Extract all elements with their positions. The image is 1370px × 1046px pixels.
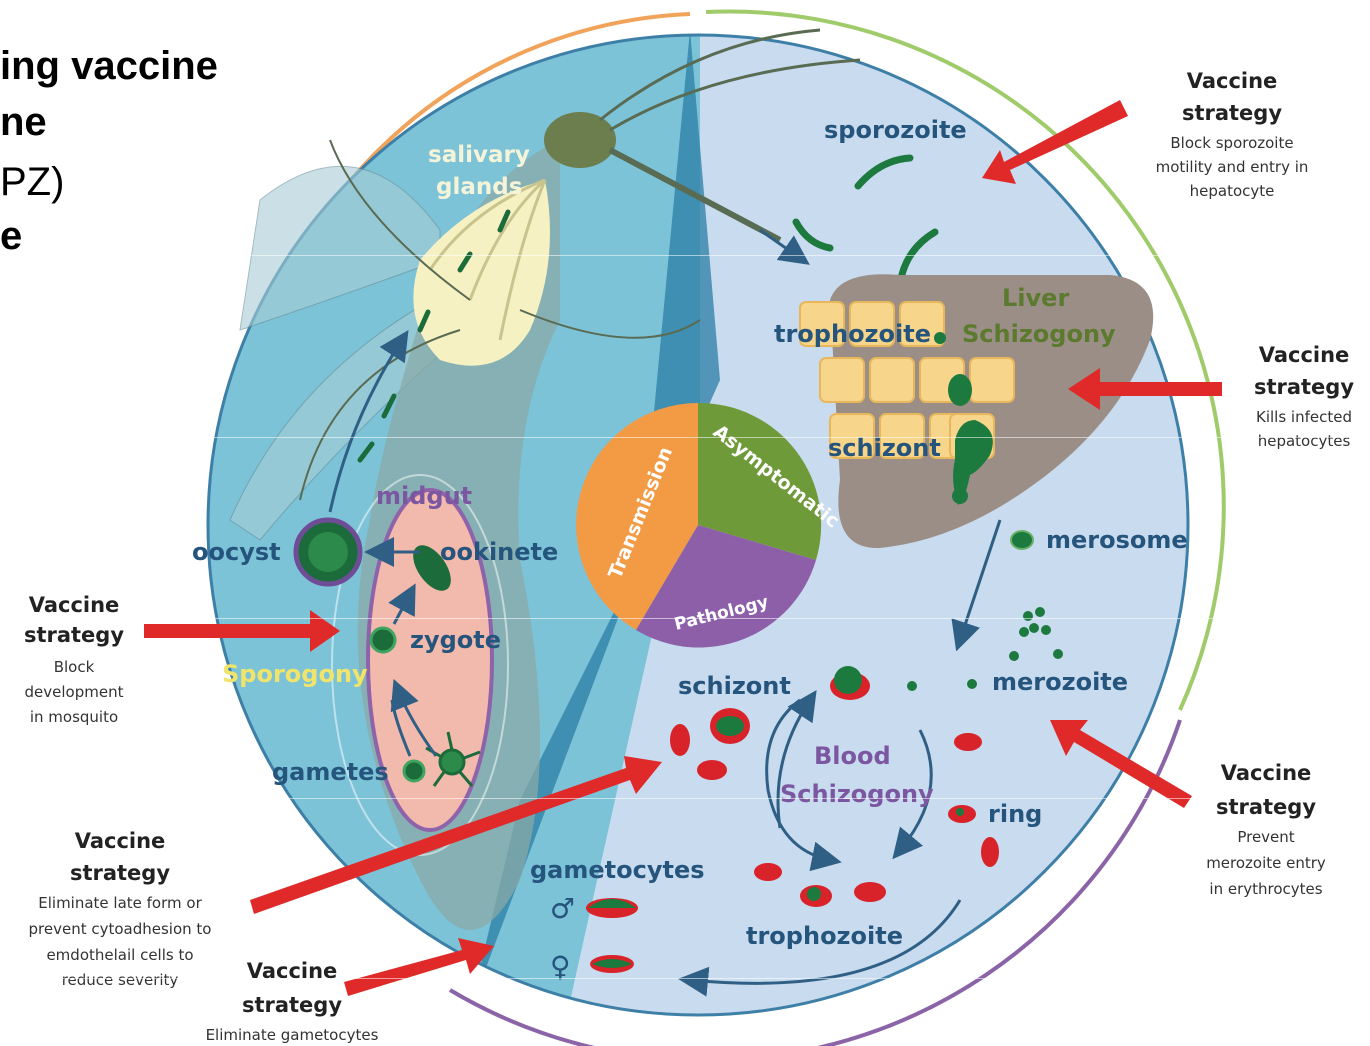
vaccine-strategy-5-title2: strategy xyxy=(70,861,170,885)
label-blood: Blood xyxy=(814,742,891,770)
merosome-cell xyxy=(1011,531,1033,549)
liver-trophozoite-cell xyxy=(934,332,946,344)
vaccine-strategy-3: Vaccine strategy Prevent merozoite entry… xyxy=(1206,761,1326,898)
label-salivary: salivary xyxy=(428,142,530,168)
vaccine-strategy-6-line1: Eliminate gametocytes xyxy=(206,1026,379,1044)
vaccine-strategy-5-line2: prevent cytoadhesion to xyxy=(29,920,212,938)
vaccine-strategy-1-title1: Vaccine xyxy=(1187,69,1278,93)
label-liver-schizont: schizont xyxy=(828,434,941,462)
vaccine-strategy-3-line3: in erythrocytes xyxy=(1209,880,1322,898)
vaccine-strategy-1-line3: hepatocyte xyxy=(1190,182,1275,200)
vaccine-strategy-5-title1: Vaccine xyxy=(75,829,166,853)
vaccine-strategy-2-title1: Vaccine xyxy=(1259,343,1350,367)
vaccine-strategy-4-title2: strategy xyxy=(24,623,124,647)
vaccine-strategy-3-title1: Vaccine xyxy=(1221,761,1312,785)
label-oocyst: oocyst xyxy=(192,538,281,566)
label-liver: Liver xyxy=(1002,284,1069,312)
female-gamete-cell xyxy=(404,761,424,781)
label-liver-trophozoite: trophozoite xyxy=(774,320,931,348)
label-sporogony: Sporogony xyxy=(222,660,368,688)
label-midgut: midgut xyxy=(376,482,472,510)
label-liver-schizogony: Schizogony xyxy=(962,320,1116,348)
label-zygote: zygote xyxy=(410,626,501,654)
vaccine-strategy-6-title2: strategy xyxy=(242,993,342,1017)
vaccine-strategy-5-line3: emdothelail cells to xyxy=(46,946,193,964)
vaccine-arrow-gametocytes xyxy=(344,938,494,996)
vaccine-strategy-1-title2: strategy xyxy=(1182,101,1282,125)
vaccine-strategy-6-title1: Vaccine xyxy=(247,959,338,983)
vaccine-strategy-4-line2: development xyxy=(25,683,124,701)
vaccine-strategy-4-line3: in mosquito xyxy=(30,708,118,726)
vaccine-strategy-4-title1: Vaccine xyxy=(29,593,120,617)
slide-guide-line xyxy=(0,618,1370,619)
label-ookinete: ookinete xyxy=(440,538,558,566)
vaccine-strategy-2: Vaccine strategy Kills infected hepatocy… xyxy=(1254,343,1354,450)
label-blood-schizont: schizont xyxy=(678,672,791,700)
vaccine-strategy-3-line1: Prevent xyxy=(1237,828,1294,846)
vaccine-strategy-5: Vaccine strategy Eliminate late form or … xyxy=(29,829,212,989)
vaccine-strategy-1: Vaccine strategy Block sporozoite motili… xyxy=(1156,69,1309,200)
vaccine-strategy-2-line2: hepatocytes xyxy=(1258,432,1351,450)
label-gametes: gametes xyxy=(272,758,389,786)
vaccine-strategy-2-title2: strategy xyxy=(1254,375,1354,399)
vaccine-strategy-4: Vaccine strategy Block development in mo… xyxy=(24,593,124,726)
label-sporozoite: sporozoite xyxy=(824,116,967,144)
vaccine-strategy-5-line1: Eliminate late form or xyxy=(38,894,202,912)
label-blood-schizogony: Schizogony xyxy=(780,780,934,808)
label-gametocytes: gametocytes xyxy=(530,856,705,884)
vaccine-strategy-2-line1: Kills infected xyxy=(1256,408,1352,426)
vaccine-strategy-6: Vaccine strategy Eliminate gametocytes xyxy=(206,959,379,1044)
liver-schizont-small xyxy=(948,374,972,406)
label-merosome: merosome xyxy=(1046,526,1188,554)
zygote-cell xyxy=(371,628,395,652)
vaccine-strategy-5-line4: reduce severity xyxy=(62,971,179,989)
slide-guide-line xyxy=(0,255,1370,256)
vaccine-strategy-3-line2: merozoite entry xyxy=(1206,854,1326,872)
vaccine-strategy-1-line1: Block sporozoite xyxy=(1170,134,1293,152)
slide-guide-line xyxy=(0,437,1370,438)
vaccine-strategy-1-line2: motility and entry in xyxy=(1156,158,1309,176)
label-blood-trophozoite: trophozoite xyxy=(746,922,903,950)
label-merozoite: merozoite xyxy=(992,668,1128,696)
mosquito-head xyxy=(544,112,616,168)
slide-guide-line xyxy=(0,798,1370,799)
male-symbol-icon: ♂ xyxy=(550,892,575,925)
slide-guide-line xyxy=(0,978,1370,979)
label-glands: glands xyxy=(436,174,522,200)
vaccine-strategy-4-line1: Block xyxy=(54,658,95,676)
label-ring: ring xyxy=(988,800,1042,828)
